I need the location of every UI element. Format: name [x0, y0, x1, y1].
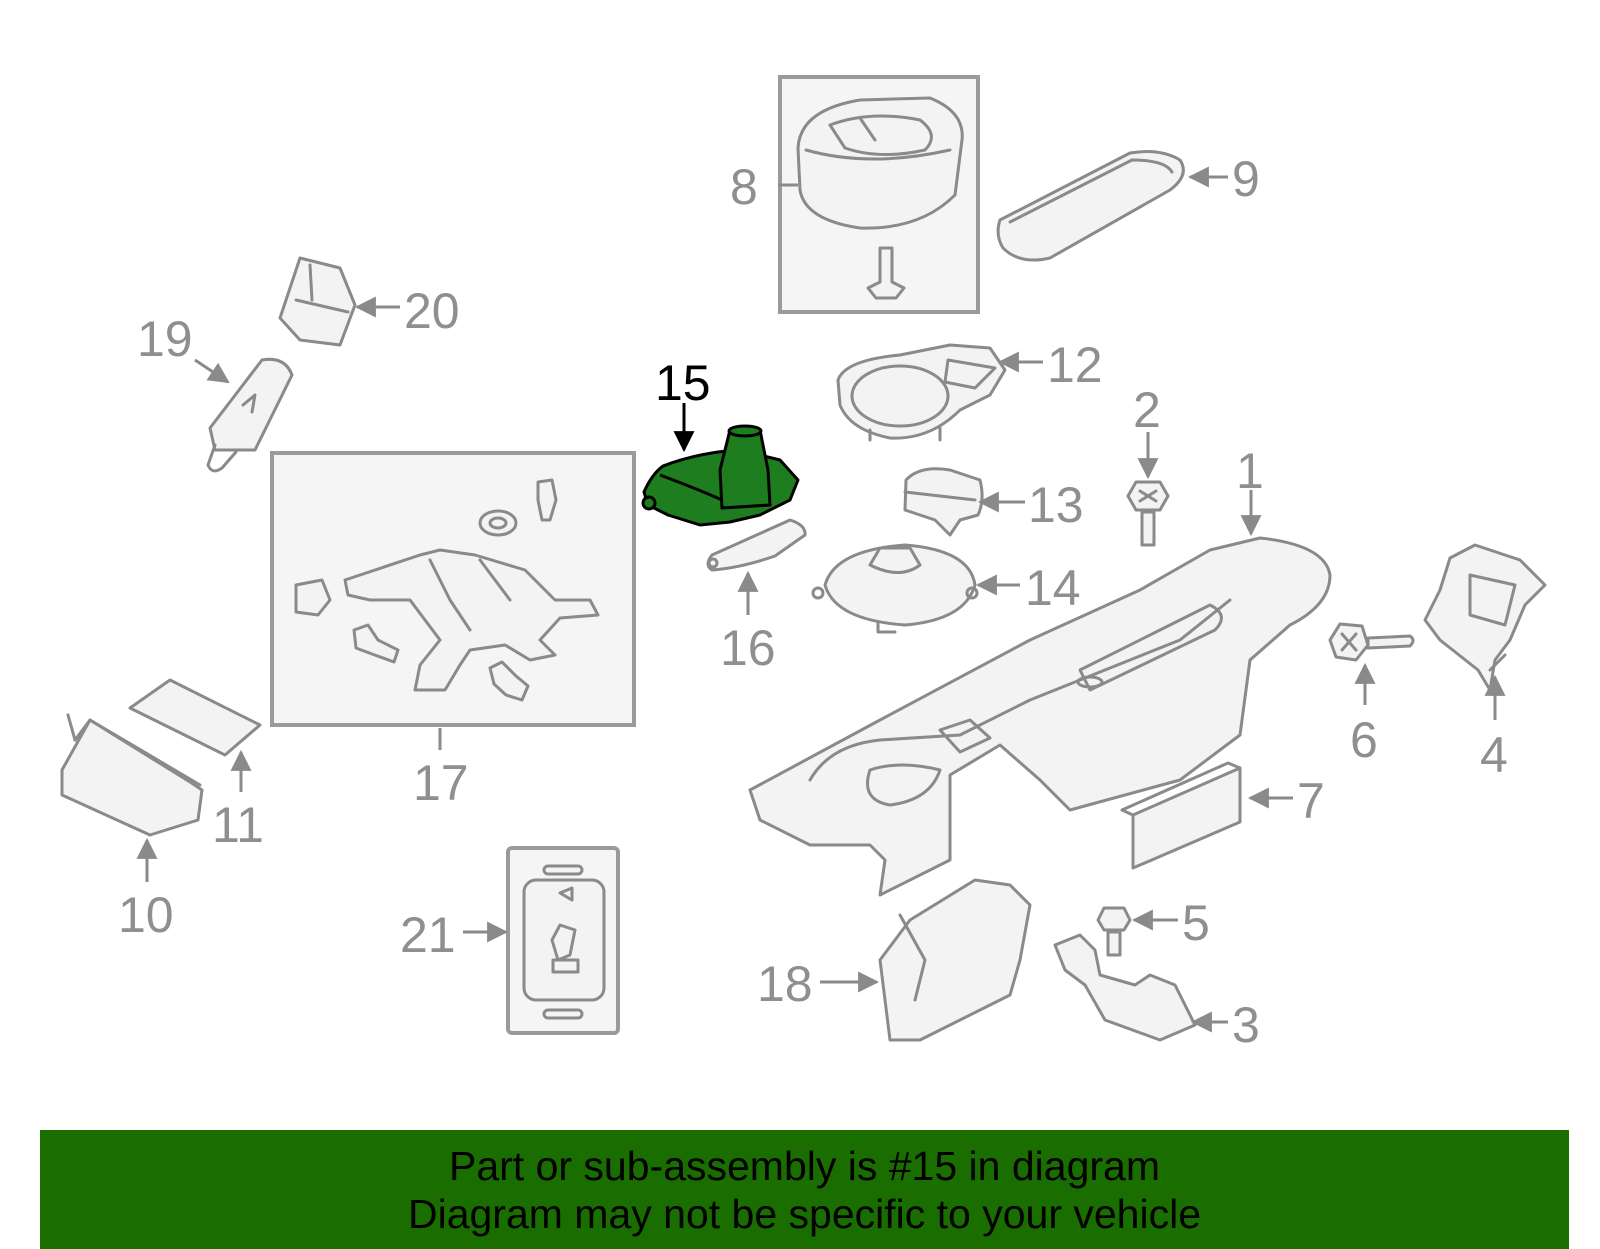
callout-12: 12 [1047, 337, 1103, 393]
callout-4: 4 [1480, 727, 1508, 783]
callout-13: 13 [1028, 477, 1084, 533]
callout-10: 10 [118, 887, 174, 943]
part-18-cover[interactable] [878, 878, 1032, 1042]
part-9-mat[interactable] [996, 150, 1185, 262]
part-20[interactable] [278, 256, 357, 347]
callout-16: 16 [720, 620, 776, 676]
part-14-trim-ring[interactable] [811, 543, 979, 634]
part-4-bracket[interactable] [1423, 543, 1547, 692]
part-12-bezel[interactable] [836, 343, 1007, 442]
callout-6: 6 [1350, 712, 1378, 768]
part-2-bolt[interactable] [1126, 480, 1170, 547]
callout-5: 5 [1182, 895, 1210, 951]
part-16[interactable] [706, 518, 807, 572]
callout-18: 18 [757, 956, 813, 1012]
callout-15: 15 [655, 355, 711, 411]
callout-3: 3 [1232, 997, 1260, 1053]
callout-19: 19 [137, 311, 193, 367]
part-5-bolt[interactable] [1096, 906, 1132, 957]
part-15-shift-boot-highlighted[interactable] [641, 424, 800, 527]
part-1-console[interactable] [748, 536, 1332, 897]
banner-line-1: Part or sub-assembly is #15 in diagram [449, 1142, 1160, 1189]
part-10-pocket[interactable] [60, 713, 204, 837]
callout-2: 2 [1133, 382, 1161, 438]
leader-lines [136, 166, 1506, 1033]
banner-line-2: Diagram may not be specific to your vehi… [407, 1190, 1201, 1237]
callout-17: 17 [413, 755, 469, 811]
callout-20: 20 [404, 283, 460, 339]
part-13[interactable] [903, 467, 984, 537]
part-17-assembly[interactable] [270, 451, 636, 727]
callout-21: 21 [400, 907, 456, 963]
callout-1: 1 [1236, 443, 1264, 499]
part-7-pad[interactable] [1120, 761, 1242, 870]
info-banner: Part or sub-assembly is #15 in diagram D… [40, 1130, 1569, 1249]
callout-7: 7 [1297, 773, 1325, 829]
part-19[interactable] [206, 357, 294, 473]
callout-14: 14 [1025, 560, 1081, 616]
parts-diagram: 1 2 3 4 5 6 7 8 9 10 11 12 13 14 15 16 1… [60, 75, 1547, 1053]
callout-8: 8 [730, 159, 758, 215]
part-6-bolt[interactable] [1328, 622, 1415, 662]
part-21-switch[interactable] [506, 846, 620, 1035]
callout-labels: 1 2 3 4 5 6 7 8 9 10 11 12 13 14 15 16 1… [118, 151, 1508, 1053]
part-11[interactable] [128, 678, 262, 757]
callout-9: 9 [1232, 151, 1260, 207]
part-3-bracket[interactable] [1053, 933, 1197, 1042]
part-8-assembly[interactable] [778, 75, 980, 314]
callout-11: 11 [212, 797, 264, 853]
